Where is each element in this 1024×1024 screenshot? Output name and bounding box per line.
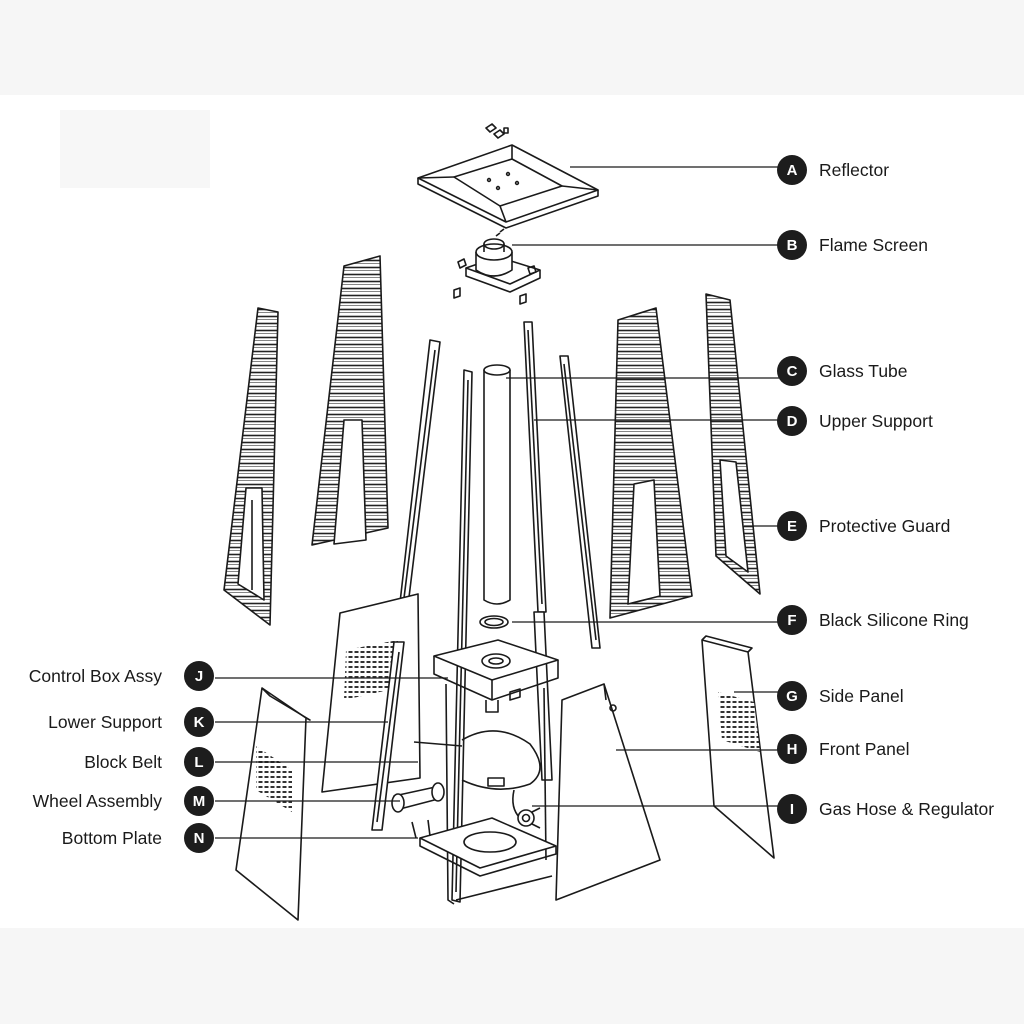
- top-band: [0, 0, 1024, 95]
- bottom-plate-part: [411, 817, 557, 877]
- right-inner-guard: [609, 307, 693, 619]
- callout-badge: E: [777, 511, 807, 541]
- callout-a: A Reflector: [777, 155, 889, 185]
- callout-label: Black Silicone Ring: [819, 609, 969, 630]
- callout-badge: H: [777, 734, 807, 764]
- right-side-panel: [701, 635, 775, 859]
- lower-supports: [371, 611, 553, 831]
- callout-j: J Control Box Assy: [29, 661, 214, 691]
- callout-g: G Side Panel: [777, 681, 904, 711]
- callout-m: M Wheel Assembly: [33, 786, 214, 816]
- leader-lines: [215, 166, 779, 839]
- callout-d: D Upper Support: [777, 406, 933, 436]
- control-box-part: [433, 639, 559, 713]
- callout-label: Control Box Assy: [28, 665, 162, 686]
- callout-e: E Protective Guard: [777, 511, 950, 541]
- upper-supports: [397, 321, 601, 903]
- callout-f: F Black Silicone Ring: [777, 605, 969, 635]
- wheel-assembly-part: [391, 782, 445, 813]
- glass-tube-part: [483, 364, 511, 605]
- callout-badge: D: [777, 406, 807, 436]
- callout-label: Front Panel: [819, 738, 910, 759]
- gas-regulator-part: [512, 789, 541, 829]
- front-panel-part: [555, 683, 661, 901]
- back-side-panel: [235, 687, 311, 921]
- callout-k: K Lower Support: [48, 707, 214, 737]
- callout-label: Side Panel: [819, 685, 904, 706]
- callout-label: Glass Tube: [819, 360, 908, 381]
- callout-b: B Flame Screen: [777, 230, 928, 260]
- callout-n: N Bottom Plate: [62, 823, 214, 853]
- callout-label: Reflector: [819, 159, 890, 180]
- callout-label: Flame Screen: [819, 234, 928, 255]
- callout-badge: C: [777, 356, 807, 386]
- callout-label: Bottom Plate: [61, 827, 162, 848]
- callout-label: Lower Support: [48, 711, 162, 732]
- callout-badge: M: [184, 786, 214, 816]
- callout-badge: I: [777, 794, 807, 824]
- left-outer-guard: [223, 307, 279, 626]
- reflector-screws: [485, 123, 509, 139]
- callout-label: Upper Support: [819, 410, 933, 431]
- callout-c: C Glass Tube: [777, 356, 908, 386]
- left-inner-guard: [311, 255, 389, 546]
- silicone-ring-part: [479, 615, 509, 629]
- callout-badge: N: [184, 823, 214, 853]
- callout-badge: A: [777, 155, 807, 185]
- right-outer-guard: [705, 293, 761, 595]
- faded-placeholder: [60, 110, 210, 188]
- callout-badge: K: [184, 707, 214, 737]
- callout-badge: B: [777, 230, 807, 260]
- block-belt-part: [413, 730, 541, 790]
- callout-h: H Front Panel: [777, 734, 909, 764]
- callout-badge: G: [777, 681, 807, 711]
- callout-label: Gas Hose & Regulator: [819, 798, 995, 819]
- callout-badge: J: [184, 661, 214, 691]
- callout-label: Wheel Assembly: [32, 790, 162, 811]
- reflector-part: [417, 144, 599, 229]
- callout-i: I Gas Hose & Regulator: [777, 794, 994, 824]
- callout-l: L Block Belt: [84, 747, 214, 777]
- callout-badge: L: [184, 747, 214, 777]
- callout-label: Block Belt: [84, 751, 162, 772]
- callout-badge: F: [777, 605, 807, 635]
- callout-label: Protective Guard: [819, 515, 951, 536]
- flame-screen-part: [453, 228, 541, 305]
- frame-legs: [445, 683, 553, 905]
- bottom-band: [0, 928, 1024, 1024]
